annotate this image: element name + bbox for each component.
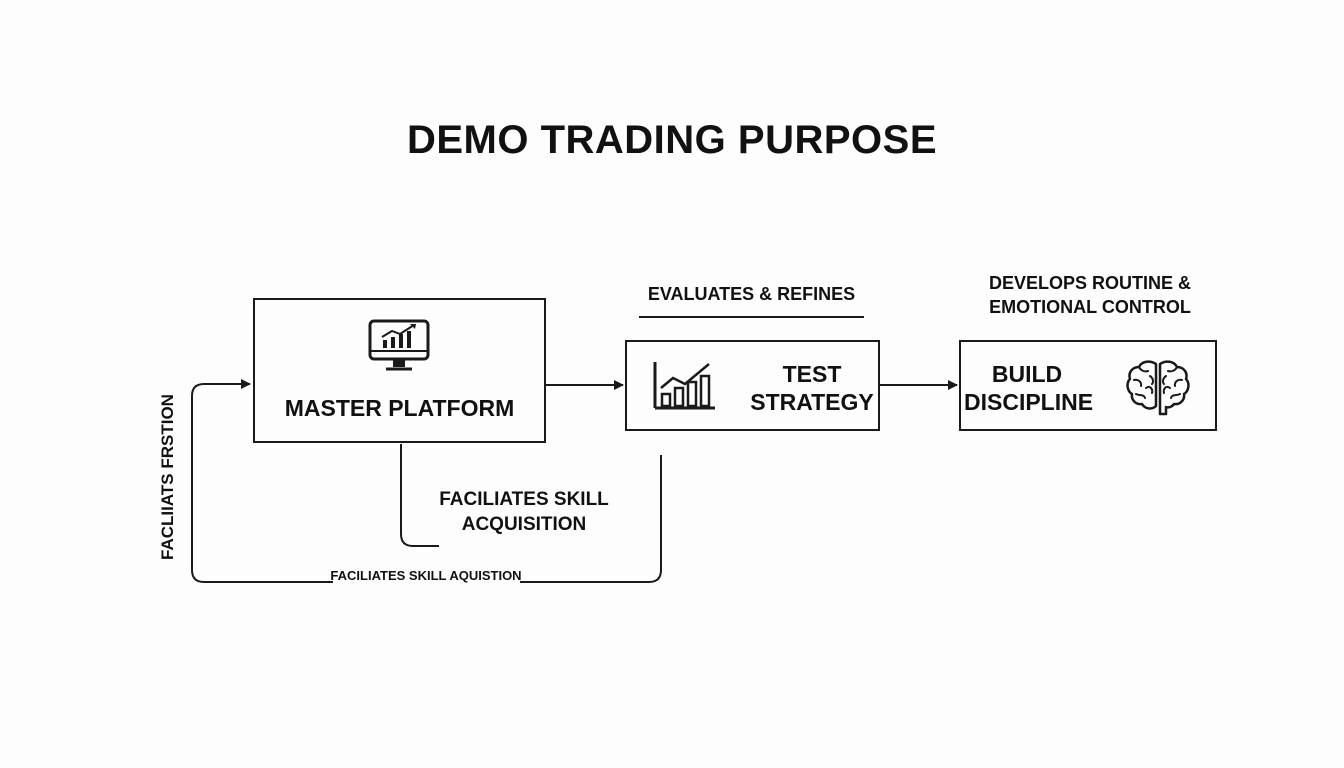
node-build-discipline-label-line1: BUILD [991, 361, 1063, 387]
label-loop-left: FACLIIATS FRSTION [158, 394, 177, 560]
brain-icon [1126, 360, 1190, 416]
feedback-loop-return [191, 379, 333, 583]
node-test-strategy [625, 340, 880, 431]
label-loop-bottom: FACILIATES SKILL AQUISTION [330, 568, 522, 583]
monitor-chart-icon [368, 319, 430, 371]
node-test-strategy-label-line2: STRATEGY [750, 389, 874, 415]
node-build-discipline-label-line2: DISCIPLINE [964, 389, 1094, 415]
facilitates-branch-line [400, 444, 439, 547]
label-facilitates-line2: ACQUISITION [461, 514, 587, 535]
node-master-platform-label: MASTER PLATFORM [284, 395, 515, 421]
diagram-title: DEMO TRADING PURPOSE [406, 118, 938, 162]
bar-chart-icon [653, 362, 715, 410]
label-facilitates-line1: FACILIATES SKILL [439, 489, 609, 510]
label-evaluates-refines: EVALUATES & REFINES [647, 284, 856, 304]
node-test-strategy-label-line1: TEST [782, 361, 842, 387]
feedback-loop-line [520, 455, 662, 583]
label-develops-line1: DEVELOPS ROUTINE & [988, 273, 1192, 293]
label-develops-line2: EMOTIONAL CONTROL [989, 297, 1191, 317]
